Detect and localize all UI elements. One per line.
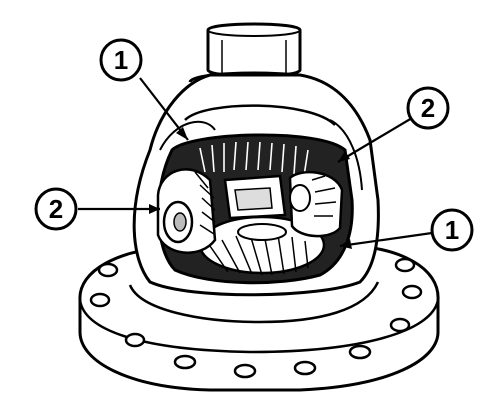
callout-label-1-top: 1 (114, 45, 128, 75)
callout-label-1-bottom: 1 (445, 215, 459, 245)
side-gear-bottom (198, 215, 326, 276)
callout-label-2-right: 2 (421, 93, 435, 123)
bolt-holes (89, 257, 423, 379)
leader-arrowhead (149, 204, 160, 214)
callout-circle-1-bottom: 1 (430, 208, 474, 252)
ring-of-teeth-top (199, 141, 309, 177)
callout-circle-2-left: 2 (34, 187, 78, 231)
leader-arrowhead (340, 239, 352, 249)
leader-callout-1-bottom (339, 231, 433, 248)
pinion-gear-left (156, 168, 217, 254)
leader-arrowhead (338, 151, 350, 162)
leader-lines (78, 77, 433, 249)
hub (188, 22, 320, 84)
pinion-gear-right (288, 170, 344, 238)
cross-shaft (223, 174, 287, 220)
callout-label-2-left: 2 (49, 194, 63, 224)
callout-circle-2-right: 2 (406, 86, 450, 130)
leader-callout-2-right (337, 117, 413, 163)
leader-arrowhead (176, 127, 188, 140)
callout-circle-1-top: 1 (99, 38, 143, 82)
